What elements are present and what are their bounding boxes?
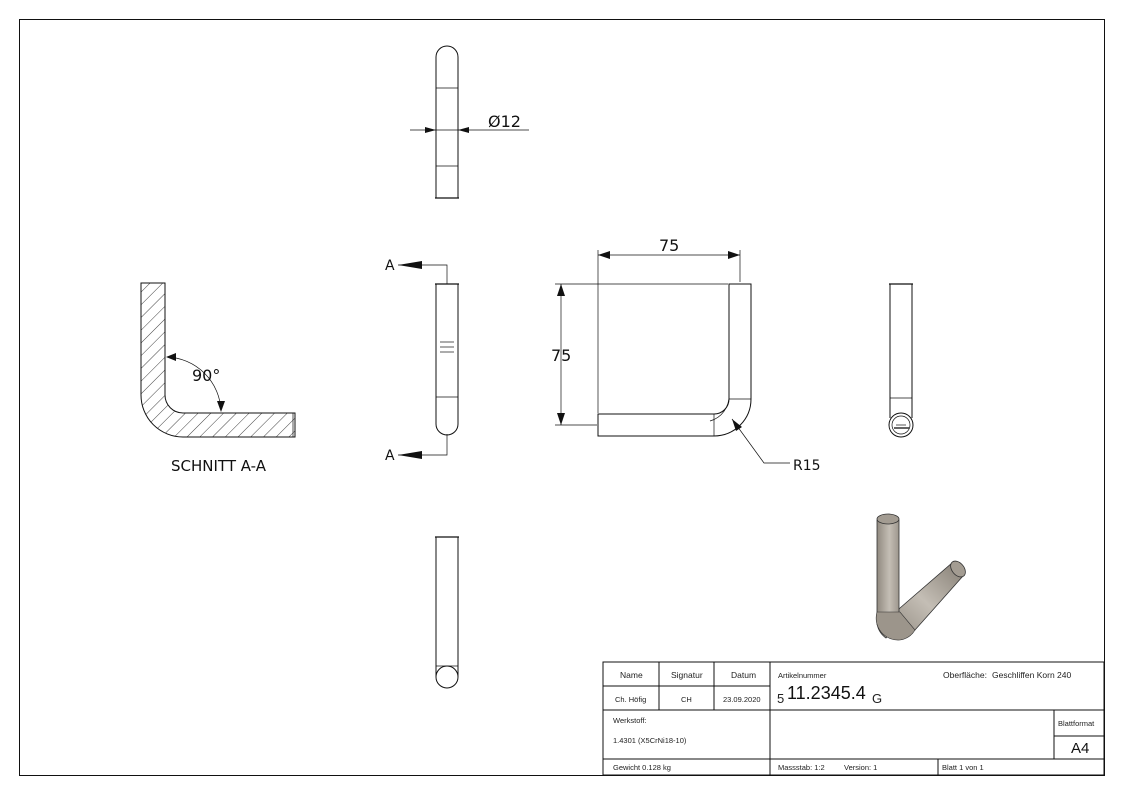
material-label: Werkstoff: [613, 716, 646, 725]
drafter-name: Ch. Höfig [615, 695, 646, 704]
radius-dimension-label: R15 [793, 458, 821, 474]
material-value: 1.4301 (X5CrNi18-10) [613, 736, 687, 745]
header-signature: Signatur [671, 670, 703, 680]
cut-label-bottom: A [385, 448, 395, 464]
isometric-view [875, 513, 966, 641]
article-suffix: G [872, 691, 882, 706]
width-dimension-label: 75 [659, 236, 679, 255]
format-value: A4 [1071, 740, 1089, 757]
diameter-dimension-label: Ø12 [488, 112, 521, 131]
right-view [888, 283, 914, 438]
header-name: Name [620, 670, 643, 680]
header-date: Datum [731, 670, 756, 680]
format-label: Blattformat [1058, 719, 1095, 728]
surface-label: Oberfläche: [943, 670, 987, 680]
surface-value: Geschliffen Korn 240 [992, 670, 1071, 680]
top-view: Ø12 [410, 45, 529, 199]
front-view: 75 75 R15 [551, 236, 821, 474]
scale-text: Massstab: 1:2 [778, 763, 825, 772]
cut-label-top: A [385, 258, 395, 274]
section-view: 90° SCHNITT A-A [140, 282, 296, 475]
sheet-count-text: Blatt 1 von 1 [942, 763, 984, 772]
article-number: 11.2345.4 [787, 683, 866, 703]
section-caption: SCHNITT A-A [171, 457, 267, 475]
weight-text: Gewicht 0.128 kg [613, 763, 671, 772]
angle-dimension-label: 90° [192, 366, 220, 385]
article-label: Artikelnummer [778, 671, 827, 680]
sheet-border [19, 19, 1105, 776]
drafter-signature: CH [681, 695, 692, 704]
title-block: Name Signatur Datum Ch. Höfig CH 23.09.2… [602, 661, 1105, 776]
version-text: Version: 1 [844, 763, 877, 772]
side-view: A A [385, 258, 459, 464]
article-prefix: 5 [777, 691, 784, 706]
drawing-date: 23.09.2020 [723, 695, 761, 704]
height-dimension-label: 75 [551, 346, 571, 365]
bottom-view [435, 536, 459, 689]
